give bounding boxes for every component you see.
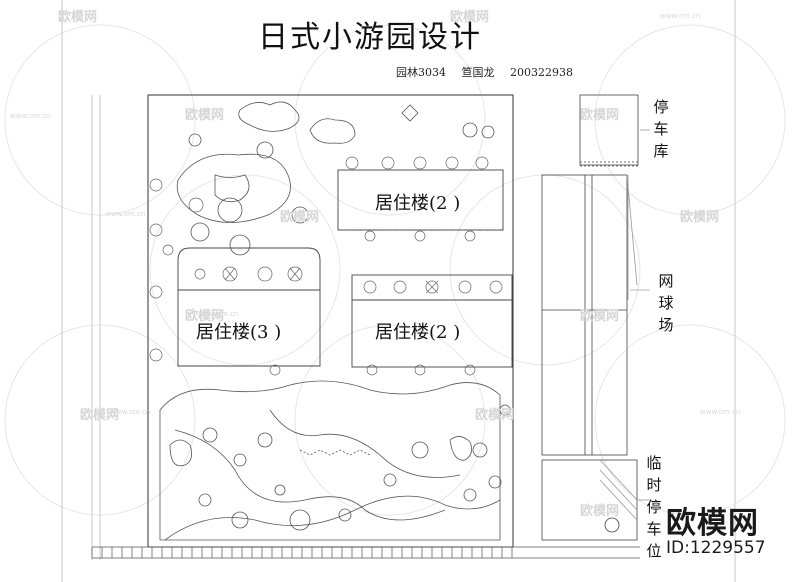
faint-watermark: 欧模网 (280, 210, 320, 225)
building-label-top: 居住楼(2 ) (375, 193, 461, 214)
faint-watermark: 欧模网 (475, 408, 515, 423)
building-trees (194, 156, 503, 376)
temp-parking-label: 临 时 停 车 位 (646, 454, 662, 560)
faint-watermark-url: www.om.cn (660, 12, 701, 20)
garage-label: 停 车 库 (653, 98, 669, 160)
building-top-outline (337, 169, 504, 231)
faint-watermark-url: www.om.cn (198, 310, 239, 318)
faint-watermark-url: www.om.cn (105, 210, 146, 218)
tennis-court-label: 网 球 场 (658, 272, 674, 334)
faint-watermark: 欧模网 (680, 210, 720, 225)
author-name: 笪国龙 (461, 66, 495, 79)
author-course: 园林3034 (396, 66, 446, 79)
garage-outline (579, 94, 639, 166)
watermark-brand: 欧模网 (666, 506, 759, 541)
south-garden (159, 380, 511, 541)
faint-watermark: 欧模网 (185, 309, 225, 324)
watermark-id: ID:1229557 (666, 538, 766, 558)
west-edge-trees (149, 178, 204, 362)
author-info: 园林3034 笪国龙 200322938 (396, 64, 585, 80)
east-strip (541, 94, 639, 541)
faint-watermark: 欧模网 (58, 10, 98, 25)
faint-watermark: 欧模网 (580, 108, 620, 123)
north-garden (176, 101, 495, 256)
faint-watermark: 欧模网 (450, 10, 490, 25)
boundary-fence (91, 546, 640, 559)
faint-watermark: 欧模网 (80, 408, 120, 423)
author-student-id: 200322938 (510, 66, 573, 79)
building-outlines (177, 169, 513, 368)
faint-watermark: 欧模网 (580, 309, 620, 324)
drawing-title: 日式小游园设计 (258, 20, 482, 55)
building-label-right: 居住楼(2 ) (375, 322, 461, 343)
building-left-outline (177, 247, 321, 367)
tennis-court-outline (541, 174, 628, 456)
faint-watermark-url: www.om.cn (10, 112, 51, 120)
building-label-left: 居住楼(3 ) (196, 322, 282, 343)
building-right-outline (351, 274, 513, 368)
sheet-frame (61, 0, 736, 582)
leader-lines (630, 129, 650, 501)
faint-watermark: 欧模网 (580, 504, 620, 519)
faint-watermark-url: www.om.cn (700, 408, 741, 416)
faint-watermark: 欧模网 (185, 108, 225, 123)
faint-watermark-url: www.om.cn (110, 408, 151, 416)
